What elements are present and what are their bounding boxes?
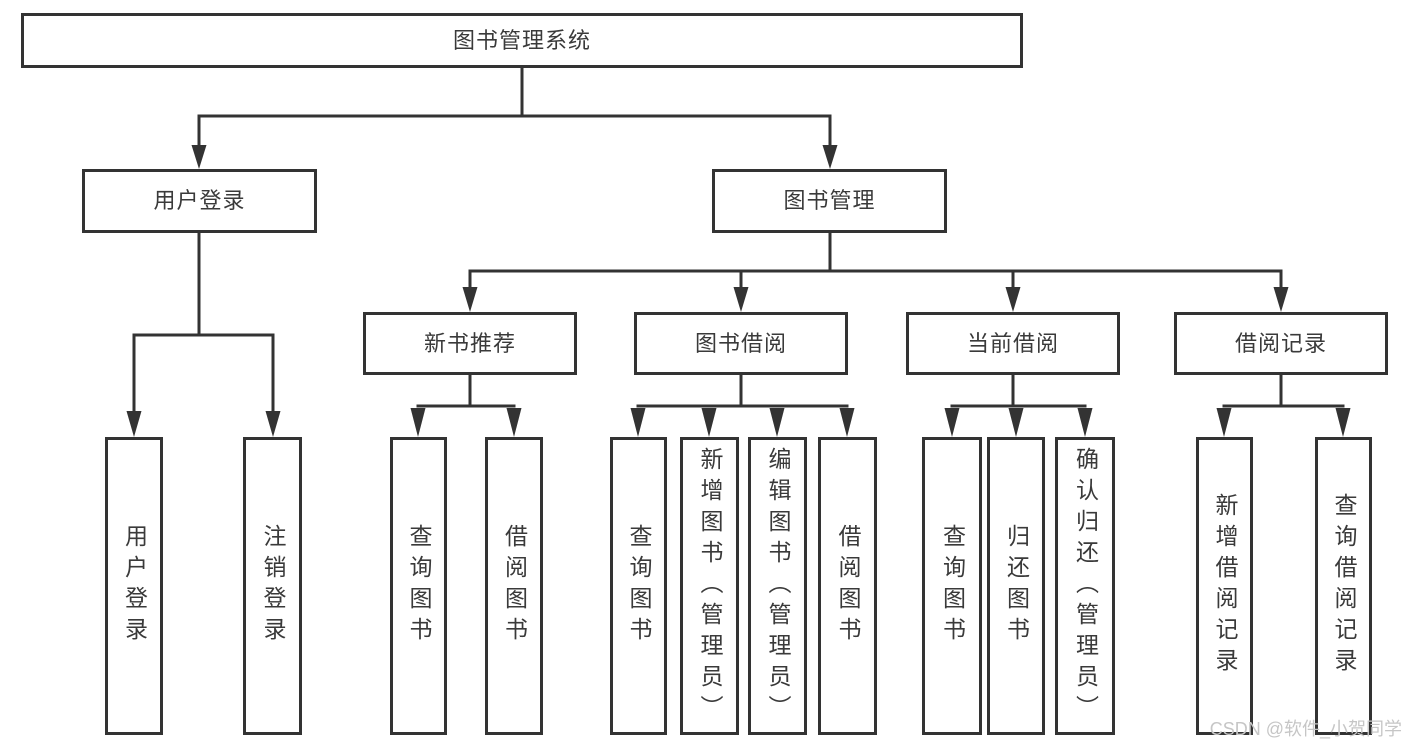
leaf-query-borrow-record: 查询借阅记录 — [1315, 437, 1372, 735]
watermark: CSDN @软件_小贺同学 — [1209, 719, 1402, 739]
node-label: 归还图书 — [1003, 524, 1030, 648]
arrowhead-icon — [1008, 408, 1024, 437]
arrowhead-icon — [701, 408, 717, 437]
node-root: 图书管理系统 — [21, 13, 1023, 68]
leaf-query-books: 查询图书 — [610, 437, 667, 735]
node-label: 注销登录 — [260, 524, 286, 648]
node-label: 借阅图书 — [501, 524, 528, 648]
arrowhead-icon — [265, 411, 281, 437]
node-label: 查询图书 — [939, 524, 966, 648]
arrowhead-icon — [506, 408, 522, 437]
leaf-query-books: 查询图书 — [390, 437, 447, 735]
node-label: 新增借阅记录 — [1212, 493, 1238, 679]
node-label: 编辑图书（管理员） — [765, 446, 791, 726]
arrowhead-icon — [462, 287, 478, 312]
arrowhead-icon — [1077, 408, 1093, 437]
node-new-book-recommend: 新书推荐 — [363, 312, 577, 375]
leaf-query-books: 查询图书 — [922, 437, 982, 735]
arrowhead-icon — [1273, 287, 1289, 312]
arrowhead-icon — [822, 145, 838, 169]
leaf-return-books: 归还图书 — [987, 437, 1045, 735]
arrowhead-icon — [1335, 408, 1351, 437]
node-label: 用户登录 — [153, 188, 246, 213]
node-label: 当前借阅 — [966, 330, 1059, 356]
arrowhead-icon — [769, 408, 785, 437]
node-label: 图书管理 — [783, 188, 876, 213]
node-label: 借阅记录 — [1234, 330, 1327, 356]
leaf-confirm-return-admin: 确认归还（管理员） — [1055, 437, 1115, 735]
arrowhead-icon — [126, 411, 142, 437]
arrowhead-icon — [733, 287, 749, 312]
node-label: 图书借阅 — [694, 330, 787, 356]
node-label: 图书管理系统 — [452, 27, 591, 53]
node-current-borrowing: 当前借阅 — [906, 312, 1120, 375]
node-book-management: 图书管理 — [712, 169, 947, 233]
node-label: 用户登录 — [121, 524, 148, 648]
leaf-edit-books-admin: 编辑图书（管理员） — [748, 437, 807, 735]
node-label: 新书推荐 — [423, 330, 516, 356]
arrowhead-icon — [630, 408, 646, 437]
node-label: 查询图书 — [626, 524, 652, 648]
node-borrow-records: 借阅记录 — [1174, 312, 1388, 375]
node-label: 新增图书（管理员） — [697, 446, 723, 726]
arrowhead-icon — [1216, 408, 1232, 437]
node-label: 确认归还（管理员） — [1072, 446, 1099, 726]
leaf-add-books-admin: 新增图书（管理员） — [680, 437, 739, 735]
node-user-login: 用户登录 — [82, 169, 317, 233]
leaf-borrow-books: 借阅图书 — [818, 437, 877, 735]
node-book-borrowing: 图书借阅 — [634, 312, 848, 375]
node-label: 查询借阅记录 — [1331, 493, 1357, 679]
leaf-borrow-books: 借阅图书 — [485, 437, 543, 735]
leaf-logout: 注销登录 — [243, 437, 302, 735]
arrowhead-icon — [839, 408, 855, 437]
arrowhead-icon — [944, 408, 960, 437]
node-label: 查询图书 — [406, 524, 432, 648]
arrowhead-icon — [191, 145, 207, 169]
arrowhead-icon — [1005, 287, 1021, 312]
leaf-user-login: 用户登录 — [105, 437, 163, 735]
leaf-add-borrow-record: 新增借阅记录 — [1196, 437, 1253, 735]
node-label: 借阅图书 — [835, 524, 861, 648]
arrowhead-icon — [410, 408, 426, 437]
